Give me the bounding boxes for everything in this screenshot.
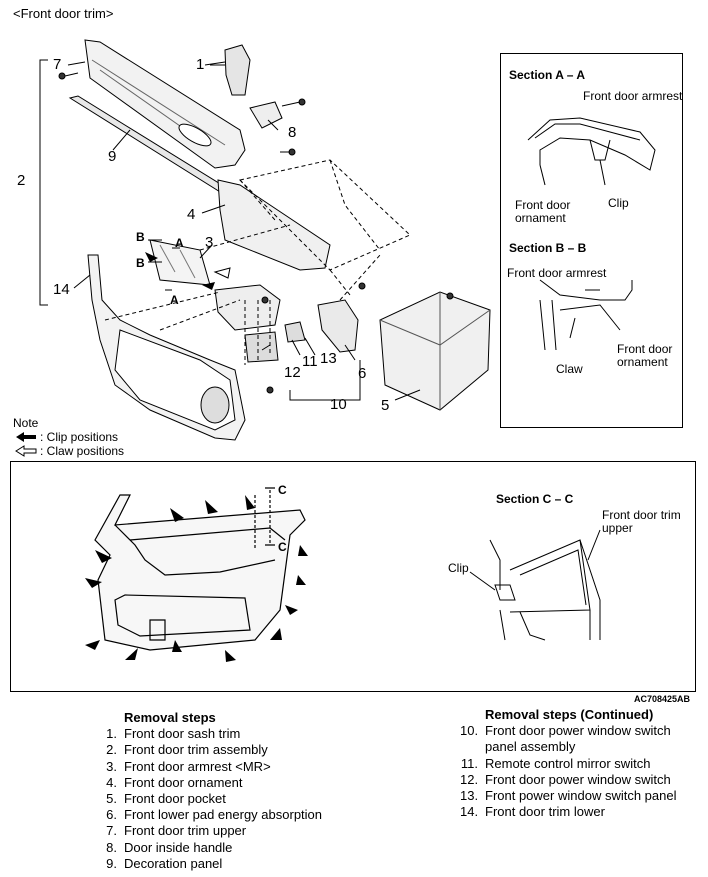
callout-4: 4	[187, 206, 196, 223]
clip-position-arrows	[85, 495, 308, 662]
removal-step: 13.Front power window switch panel	[460, 788, 677, 804]
callout-13: 13	[320, 350, 337, 367]
section-cc-upper-label-2: upper	[602, 521, 633, 535]
removal-step: 5.Front door pocket	[106, 791, 226, 807]
removal-steps-continued: Removal steps (Continued) 10.Front door …	[460, 707, 700, 820]
section-aa-ornament-label-2: ornament	[515, 211, 566, 225]
section-aa-armrest-label: Front door armrest	[583, 89, 683, 103]
callout-3: 3	[205, 234, 214, 251]
section-aa-title: Section A – A	[509, 68, 586, 82]
callout-11: 11	[302, 353, 318, 370]
removal-step: 1.Front door sash trim	[106, 726, 241, 742]
section-b-marker-2: B	[136, 256, 145, 270]
removal-step: 12.Front door power window switch	[460, 771, 671, 787]
section-a-marker: A	[175, 236, 184, 250]
callout-12: 12	[284, 364, 301, 381]
callout-7: 7	[53, 56, 62, 73]
section-b-marker: B	[136, 230, 145, 244]
callout-8: 8	[288, 124, 297, 141]
section-c-marker: C	[278, 483, 287, 497]
claw-arrow-icon	[15, 445, 37, 457]
sash-trim-part	[224, 44, 251, 96]
callout-1: 1	[196, 56, 205, 73]
section-aa-bb-box	[500, 53, 683, 428]
section-bb-claw-label: Claw	[556, 362, 583, 376]
removal-step: 3.Front door armrest <MR>	[106, 758, 271, 774]
callout-6: 6	[358, 365, 367, 382]
section-a-marker-2: A	[170, 293, 179, 307]
removal-step: 9.Decoration panel	[106, 855, 223, 871]
note-label: Note	[13, 416, 39, 430]
callout-2: 2	[17, 172, 26, 189]
section-cc-upper-label-1: Front door trim	[602, 508, 681, 522]
removal-step: 7.Front door trim upper	[106, 823, 247, 839]
callout-9: 9	[108, 148, 117, 165]
inside-handle-part	[249, 101, 283, 129]
removal-step: 4.Front door ornament	[106, 774, 243, 790]
removal-step: 10.Front door power window switch panel …	[460, 723, 671, 755]
section-bb-ornament-label-2: ornament	[617, 355, 668, 369]
section-cc-profile	[509, 539, 591, 613]
removal-step: 8.Door inside handle	[106, 839, 233, 855]
section-cc-title: Section C – C	[496, 492, 574, 506]
removal-step: 2.Front door trim assembly	[106, 742, 268, 758]
section-bb-title: Section B – B	[509, 241, 587, 255]
section-aa-ornament-label-1: Front door	[515, 198, 571, 212]
section-bb-armrest-label: Front door armrest	[507, 266, 607, 280]
figure-code: AC708425AB	[634, 694, 691, 704]
removal-step: 14.Front door trim lower	[460, 804, 605, 820]
callout-14: 14	[53, 281, 70, 298]
callout-10: 10	[330, 396, 347, 413]
removal-steps-continued-heading: Removal steps (Continued)	[485, 707, 654, 722]
removal-steps-heading: Removal steps	[124, 710, 216, 725]
removal-step: 11.Remote control mirror switch	[460, 755, 651, 771]
section-cc-clip-label: Clip	[448, 561, 469, 575]
removal-step: 6.Front lower pad energy absorption	[106, 807, 323, 823]
assembly-bracket	[39, 59, 48, 306]
clip-position-box	[10, 461, 696, 692]
section-aa-clip-label: Clip	[608, 196, 629, 210]
lower-pad-part	[317, 299, 359, 353]
section-c-marker-2: C	[278, 540, 287, 554]
removal-steps: Removal steps 1.Front door sash trim 2.F…	[99, 710, 389, 872]
note-clip-text: : Clip positions	[40, 430, 119, 444]
switch-panel-part	[214, 284, 281, 331]
note-claw-text: : Claw positions	[40, 444, 125, 458]
page-title: <Front door trim>	[13, 6, 114, 21]
callout-5: 5	[381, 397, 390, 414]
section-bb-ornament-label-1: Front door	[617, 342, 673, 356]
clip-arrow-icon	[16, 432, 36, 442]
